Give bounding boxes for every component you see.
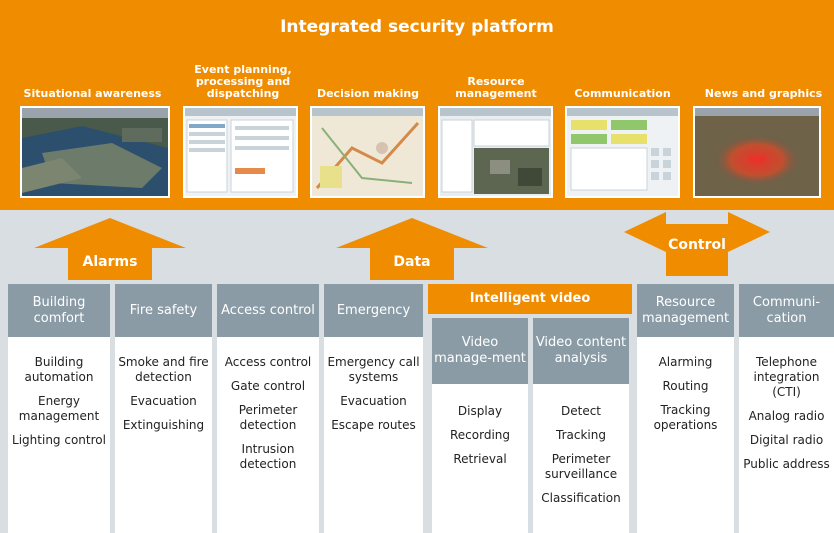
subcolumn-header-video-management: Video manage-ment <box>432 318 528 384</box>
list-item: Digital radio <box>749 433 824 447</box>
control-label: Control <box>668 237 726 253</box>
column-building-comfort: Building comfort Building automation Ene… <box>8 284 110 533</box>
news-and-graphics-screenshot <box>693 106 821 198</box>
column-communication: Communi-cation Telephone integration (CT… <box>739 284 834 533</box>
list-item: Telephone integration (CTI) <box>753 355 820 399</box>
list-item: Tracking operations <box>653 403 718 432</box>
list-item: Building automation <box>24 355 94 384</box>
list-item: Intrusion detection <box>239 442 297 471</box>
module-label-news-and-graphics: News and graphics <box>704 87 823 100</box>
subcolumn-header-video-content-analysis: Video content analysis <box>533 318 629 384</box>
list-item: Evacuation <box>340 394 407 408</box>
list-item: Retrieval <box>453 452 507 466</box>
column-header-intelligent-video: Intelligent video <box>428 284 632 314</box>
module-label-situational-awareness: Situational awareness <box>23 87 162 100</box>
list-item: Perimeter detection <box>238 403 298 432</box>
list-item: Smoke and fire detection <box>118 355 209 384</box>
alarms-label: Alarms <box>82 254 138 270</box>
column-items-access-control: Access control Gate control Perimeter de… <box>217 337 319 472</box>
control-bidirectional-arrow <box>624 212 770 276</box>
list-item: Emergency call systems <box>327 355 420 384</box>
resource-management-screenshot <box>438 106 553 198</box>
list-item: Lighting control <box>12 433 106 447</box>
column-items-communication: Telephone integration (CTI) Analog radio… <box>739 337 834 472</box>
list-item: Analog radio <box>748 409 825 423</box>
column-header-building-comfort: Building comfort <box>8 284 110 337</box>
column-header-emergency: Emergency <box>324 284 423 337</box>
list-item: Extinguishing <box>122 418 205 432</box>
subcolumn-video-management: Video manage-ment Display Recording Retr… <box>432 318 528 533</box>
module-label-decision-making: Decision making <box>316 87 420 100</box>
list-item: Display <box>457 404 503 418</box>
column-resource-management: Resource management Alarming Routing Tra… <box>637 284 734 533</box>
list-item: Evacuation <box>130 394 197 408</box>
communication-screenshot <box>565 106 680 198</box>
list-item: Energy management <box>18 394 100 423</box>
list-item: Tracking <box>556 428 606 442</box>
module-label-event-planning: Event planning, processing and dispatchi… <box>194 63 292 100</box>
column-items-building-comfort: Building automation Energy management Li… <box>8 337 110 448</box>
subcolumn-items-video-content-analysis: Detect Tracking Perimeter surveillance C… <box>533 384 629 506</box>
column-fire-safety: Fire safety Smoke and fire detection Eva… <box>115 284 212 533</box>
event-planning-screenshot <box>183 106 298 198</box>
list-item: Alarming <box>658 355 713 369</box>
column-header-resource-management: Resource management <box>637 284 734 337</box>
situational-awareness-screenshot <box>20 106 170 198</box>
list-item: Routing <box>662 379 709 393</box>
column-items-emergency: Emergency call systems Evacuation Escape… <box>324 337 423 433</box>
list-item: Classification <box>541 491 621 505</box>
column-items-fire-safety: Smoke and fire detection Evacuation Exti… <box>115 337 212 433</box>
column-access-control: Access control Access control Gate contr… <box>217 284 319 533</box>
column-header-communication: Communi-cation <box>739 284 834 337</box>
platform-title: Integrated security platform <box>280 17 554 37</box>
column-header-access-control: Access control <box>217 284 319 337</box>
column-items-resource-management: Alarming Routing Tracking operations <box>637 337 734 433</box>
list-item: Gate control <box>230 379 306 393</box>
list-item: Escape routes <box>331 418 416 432</box>
data-up-arrow <box>336 218 488 280</box>
column-emergency: Emergency Emergency call systems Evacuat… <box>324 284 423 533</box>
column-header-fire-safety: Fire safety <box>115 284 212 337</box>
data-label: Data <box>393 254 431 270</box>
decision-making-screenshot <box>310 106 425 198</box>
alarms-up-arrow <box>34 218 186 280</box>
list-item: Public address <box>743 457 830 471</box>
list-item: Detect <box>560 404 601 418</box>
subcolumn-video-content-analysis: Video content analysis Detect Tracking P… <box>533 318 629 533</box>
subcolumn-items-video-management: Display Recording Retrieval <box>432 384 528 467</box>
module-label-communication: Communication <box>574 87 671 100</box>
list-item: Access control <box>224 355 312 369</box>
list-item: Perimeter surveillance <box>544 452 618 481</box>
list-item: Recording <box>449 428 511 442</box>
module-label-resource-management: Resource management <box>455 75 537 100</box>
